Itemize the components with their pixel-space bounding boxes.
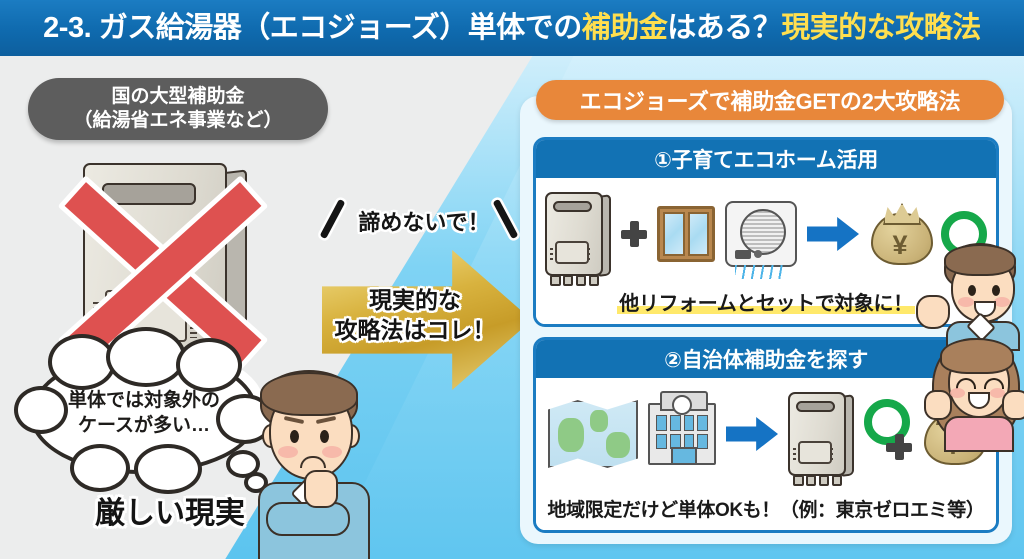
title-highlight-2: 現実的な攻略法 <box>781 11 981 44</box>
arrow-line-1: 現実的な <box>369 287 461 313</box>
strategy-card-2-icon-row: ¥ <box>536 384 996 486</box>
strategy-card-2-caption: 地域限定だけど単体OKも！（例：東京ゼロエミ等） <box>547 500 985 521</box>
water-heater-icon <box>788 392 854 486</box>
strategy-card-1-icon-row: ¥ <box>536 184 996 286</box>
plus-icon <box>886 434 912 460</box>
national-subsidy-badge: 国の大型補助金 （給湯省エネ事業など） <box>28 78 328 140</box>
strategy-card-2-heading: ②自治体補助金を探す <box>536 340 996 378</box>
strategy-card-1-caption: 他リフォームとセットで対象に！ <box>617 293 915 315</box>
badge-line-1: 国の大型補助金 <box>111 86 245 108</box>
money-bag-icon: ¥ <box>869 203 933 265</box>
title-prefix: 2-3. ガス給湯器（エコジョーズ）単体での <box>43 11 582 44</box>
harsh-reality-label: 厳しい現実 <box>95 497 245 530</box>
airflow-icon <box>735 265 787 279</box>
page-title: 2-3. ガス給湯器（エコジョーズ）単体での補助金はある？現実的な攻略法 <box>43 11 981 44</box>
badge-line-2: （給湯省エネ事業など） <box>73 110 283 131</box>
air-conditioner-icon <box>725 201 797 279</box>
title-highlight-1: 補助金 <box>581 11 668 44</box>
blue-arrow-icon <box>807 217 859 251</box>
water-heater-icon <box>545 192 611 286</box>
city-hall-icon <box>648 391 716 465</box>
strategies-panel-header: エコジョーズで補助金GETの2大攻略法 <box>536 80 1004 120</box>
dont-give-up-label: 諦めないで！ <box>358 210 490 235</box>
thought-line-2: ケースが多い… <box>77 415 211 436</box>
thought-bubble-dot-large <box>226 450 260 478</box>
slide-title-bar: 2-3. ガス給湯器（エコジョーズ）単体での補助金はある？現実的な攻略法 <box>0 0 1024 56</box>
heater-grill-left <box>93 301 101 338</box>
happy-woman-character <box>924 336 1024 452</box>
thought-line-1: 単体では対象外の <box>67 389 220 411</box>
worried-man-character <box>252 370 370 559</box>
strategy-card-1-body: ¥ 他リフォームとセットで対象に！ <box>536 178 996 324</box>
yen-symbol: ¥ <box>892 230 908 260</box>
green-circle-icon <box>864 399 910 445</box>
arrow-callout-text: 現実的な 攻略法はコレ！ <box>322 286 508 346</box>
strategy-card-1: ①子育てエコホーム活用 <box>533 137 999 327</box>
heater-grill-right <box>190 301 198 338</box>
strategy-card-2-body: ¥ 地域限定だけど単体OKも！（例：東京ゼロエミ等） <box>536 378 996 530</box>
title-middle: はある？ <box>667 11 782 44</box>
strategy-card-1-heading: ①子育てエコホーム活用 <box>536 140 996 178</box>
window-icon <box>657 206 715 262</box>
smiling-man-character <box>916 243 1024 351</box>
thought-bubble: 単体では対象外の ケースが多い… <box>14 327 274 494</box>
arrow-line-2: 攻略法はコレ！ <box>334 316 496 343</box>
blue-arrow-icon <box>726 417 778 451</box>
plus-icon <box>621 221 647 247</box>
strategy-card-2: ②自治体補助金を探す <box>533 337 999 533</box>
heater-vent <box>101 183 196 206</box>
map-icon <box>548 400 638 468</box>
